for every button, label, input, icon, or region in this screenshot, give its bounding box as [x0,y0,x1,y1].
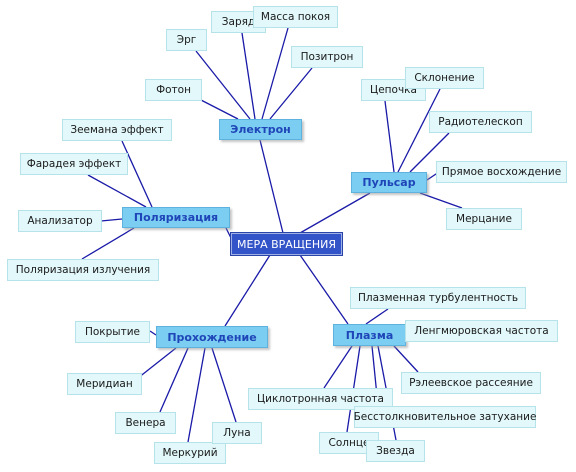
leaf-node-pokrytie[interactable]: Покрытие [75,321,150,343]
leaf-node-meridian[interactable]: Меридиан [67,373,142,395]
leaf-node-pozitron[interactable]: Позитрон [291,46,363,68]
leaf-node-erg[interactable]: Эрг [166,29,207,51]
leaf-node-pryamoe-voskhozhdenie[interactable]: Прямое восхождение [436,161,567,183]
leaf-node-venera[interactable]: Венера [115,412,176,434]
connector-elektron-erg [195,50,251,120]
connector-polyar-polizl [81,227,135,260]
branch-node-prokhozhdenie[interactable]: Прохождение [156,326,268,348]
connector-elektron-zaryad [241,32,256,120]
connector-prokh-merkuriy [187,347,206,443]
leaf-node-zeemana-effekt[interactable]: Зеемана эффект [62,119,172,141]
connector-prokh-venera [159,347,189,413]
leaf-node-luna[interactable]: Луна [212,422,262,444]
leaf-node-releevskoe-rasseyanie[interactable]: Рэлеевское рассеяние [401,372,541,394]
connector-pulsar-tsepochka [384,100,395,173]
connector-pulsar-radio [409,132,450,173]
leaf-node-lengmyurovskaya-chastota[interactable]: Ленгмюровская частота [405,320,558,342]
leaf-node-faradeya-effekt[interactable]: Фарадея эффект [20,153,128,175]
connector-polyar-faradeya [87,174,147,208]
branch-node-plazma[interactable]: Плазма [333,324,406,346]
leaf-node-polyarizatsiya-izlucheniya[interactable]: Поляризация излучения [7,259,159,281]
connector-prokh-pokrytie [149,330,157,336]
connector-plazma-releev [393,345,419,373]
branch-node-polyarizatsiya[interactable]: Поляризация [122,207,230,228]
center-node[interactable]: МЕРА ВРАЩЕНИЯ [231,233,342,255]
leaf-node-merkuriy[interactable]: Меркурий [154,442,226,464]
connector-prokh-meridian [137,347,177,379]
leaf-node-radioteleskop[interactable]: Радиотелескоп [429,111,532,133]
connector-pulsar-mertsanie [419,192,463,209]
leaf-node-tsiklotronnaya-chastota[interactable]: Циклотронная частота [248,388,393,410]
leaf-node-zvezda[interactable]: Звезда [366,440,425,462]
connector-center-prokh [224,254,271,327]
connector-pulsar-sklonenie [397,88,441,173]
connector-polyar-zeemana [121,140,153,208]
connector-elektron-foton [198,98,239,120]
connector-elektron-pozitron [269,67,313,120]
branch-node-elektron[interactable]: Электрон [219,119,302,140]
connector-polyar-analizator [100,218,123,222]
connector-plazma-pturb [365,308,389,325]
leaf-node-mertsanie[interactable]: Мерцание [446,208,522,230]
connector-center-pulsar [299,192,371,234]
connector-elektron-massa [261,27,289,120]
connector-center-elektron [259,139,284,234]
leaf-node-massa-pokoya[interactable]: Масса покоя [253,6,338,28]
connector-center-plazma [299,254,349,325]
connector-plazma-tsikl [323,345,353,389]
leaf-node-sklonenie[interactable]: Склонение [405,67,484,89]
leaf-node-foton[interactable]: Фотон [145,79,202,101]
branch-node-pulsar[interactable]: Пульсар [351,172,427,193]
leaf-node-analizator[interactable]: Анализатор [18,210,102,232]
leaf-node-plazmennaya-turbulentnost[interactable]: Плазменная турбулентность [350,287,526,309]
leaf-node-besstolknovitelnoe-zatukhanie[interactable]: Бесстолкновительное затухание [354,406,536,428]
connector-prokh-luna [211,347,237,423]
